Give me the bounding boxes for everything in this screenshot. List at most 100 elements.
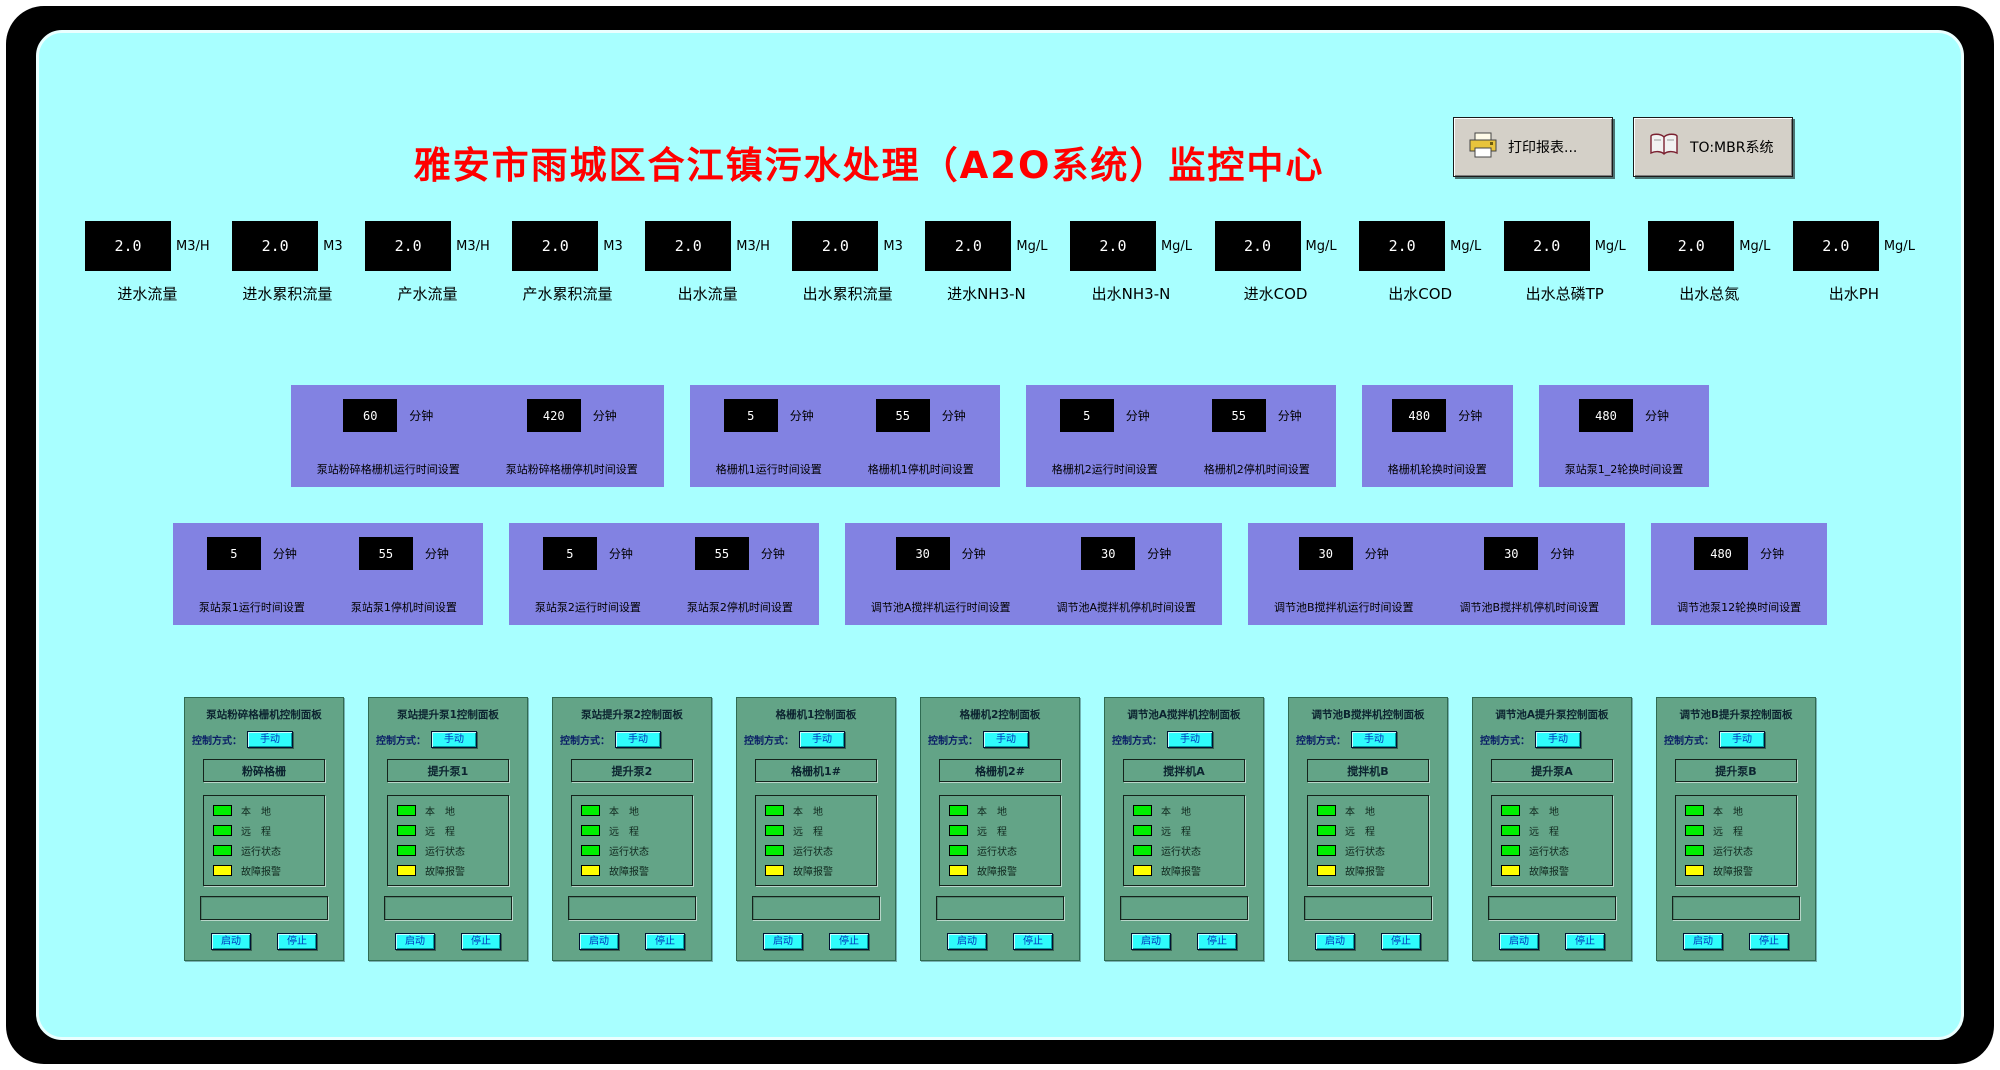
indicator-label: 本 地 xyxy=(241,807,271,818)
mode-button[interactable]: 手动 xyxy=(615,731,661,748)
metric-unit: M3/H xyxy=(176,238,210,254)
mode-row: 控制方式： 手动 xyxy=(1657,731,1815,748)
to-mbr-label: TO:MBR系统 xyxy=(1690,140,1774,156)
timer-item: 480 分钟 格栅机轮换时间设置 xyxy=(1388,399,1487,477)
mode-button[interactable]: 手动 xyxy=(983,731,1029,748)
start-button[interactable]: 启动 xyxy=(1499,933,1539,950)
to-mbr-button[interactable]: TO:MBR系统 xyxy=(1633,117,1793,177)
timer-item-top: 480 分钟 xyxy=(1392,399,1482,432)
stop-button[interactable]: 停止 xyxy=(829,933,869,950)
timer-item-top: 5 分钟 xyxy=(542,537,633,570)
indicator-row: 故障报警 xyxy=(1685,863,1787,878)
stop-button[interactable]: 停止 xyxy=(1381,933,1421,950)
timer-setpoint-value[interactable]: 55 xyxy=(694,537,749,570)
indicator-label: 故障报警 xyxy=(977,867,1017,878)
mode-button[interactable]: 手动 xyxy=(1719,731,1765,748)
control-panel-title: 泵站粉碎格栅机控制面板 xyxy=(206,709,322,721)
mode-button[interactable]: 手动 xyxy=(247,731,293,748)
indicator-label: 运行状态 xyxy=(425,847,465,858)
stop-button[interactable]: 停止 xyxy=(277,933,317,950)
mode-button[interactable]: 手动 xyxy=(1167,731,1213,748)
start-button[interactable]: 启动 xyxy=(579,933,619,950)
stop-button[interactable]: 停止 xyxy=(461,933,501,950)
start-button[interactable]: 启动 xyxy=(1315,933,1355,950)
stop-button[interactable]: 停止 xyxy=(645,933,685,950)
metric: 2.0 M3 进水累积流量 xyxy=(232,221,343,304)
timer-unit: 分钟 xyxy=(941,409,966,423)
status-textbox xyxy=(1672,896,1800,920)
control-panel: 泵站粉碎格栅机控制面板 控制方式： 手动 粉碎格栅 本 地 远 程 运行状态 故… xyxy=(184,697,344,961)
metric: 2.0 M3 产水累积流量 xyxy=(512,221,623,304)
timer-unit: 分钟 xyxy=(1147,547,1172,561)
indicator-light xyxy=(1317,865,1336,876)
indicator-row: 运行状态 xyxy=(1685,843,1787,858)
indicator-light xyxy=(949,825,968,836)
indicator-light xyxy=(1685,845,1704,856)
metric-value-display: 2.0 xyxy=(1359,221,1446,271)
start-button[interactable]: 启动 xyxy=(947,933,987,950)
timer-setpoint-value[interactable]: 55 xyxy=(358,537,413,570)
start-button[interactable]: 启动 xyxy=(763,933,803,950)
indicator-label: 运行状态 xyxy=(793,847,833,858)
control-panel: 调节池A搅拌机控制面板 控制方式： 手动 搅拌机A 本 地 远 程 运行状态 故… xyxy=(1104,697,1264,961)
timer-setpoint-value[interactable]: 480 xyxy=(1578,399,1633,432)
metric-top: 2.0 Mg/L xyxy=(1792,221,1915,271)
timer-setpoint-value[interactable]: 480 xyxy=(1392,399,1447,432)
indicator-box: 本 地 远 程 运行状态 故障报警 xyxy=(939,795,1061,886)
timer-panel: 30 分钟 调节池A搅拌机运行时间设置 30 分钟 调节池A搅拌机停机时间设置 xyxy=(844,523,1222,625)
timer-setpoint-value[interactable]: 30 xyxy=(895,537,950,570)
timer-label: 泵站泵2停机时间设置 xyxy=(686,601,793,614)
timer-setpoint-value[interactable]: 30 xyxy=(1081,537,1136,570)
timer-setpoint-value[interactable]: 5 xyxy=(542,537,597,570)
timer-setpoint-value[interactable]: 5 xyxy=(206,537,261,570)
timer-setpoint-value[interactable]: 55 xyxy=(875,399,930,432)
indicator-light xyxy=(1317,825,1336,836)
metric-top: 2.0 Mg/L xyxy=(925,221,1047,271)
stop-button[interactable]: 停止 xyxy=(1013,933,1053,950)
start-button[interactable]: 启动 xyxy=(1131,933,1171,950)
indicator-light xyxy=(1317,845,1336,856)
timer-setpoint-value[interactable]: 60 xyxy=(343,399,398,432)
timer-setpoint-value[interactable]: 480 xyxy=(1694,537,1749,570)
stop-button[interactable]: 停止 xyxy=(1749,933,1789,950)
indicator-light xyxy=(1685,805,1704,816)
metrics-row: 2.0 M3/H 进水流量 2.0 M3 进水累积流量 2.0 M3/H 产水流… xyxy=(85,221,1915,304)
indicator-box: 本 地 远 程 运行状态 故障报警 xyxy=(1675,795,1797,886)
timer-setpoint-value[interactable]: 55 xyxy=(1211,399,1266,432)
indicator-row: 本 地 xyxy=(765,803,867,818)
indicator-box: 本 地 远 程 运行状态 故障报警 xyxy=(571,795,693,886)
metric-value-display: 2.0 xyxy=(85,221,171,271)
control-panel: 格栅机1控制面板 控制方式： 手动 格栅机1# 本 地 远 程 运行状态 故障报… xyxy=(736,697,896,961)
control-panel-title: 泵站提升泵2控制面板 xyxy=(581,709,683,721)
start-button[interactable]: 启动 xyxy=(395,933,435,950)
control-panel-title: 调节池A提升泵控制面板 xyxy=(1495,709,1609,721)
mode-button[interactable]: 手动 xyxy=(799,731,845,748)
start-button[interactable]: 启动 xyxy=(211,933,251,950)
indicator-light xyxy=(397,865,416,876)
timer-item: 480 分钟 泵站泵1_2轮换时间设置 xyxy=(1565,399,1683,477)
timer-setpoint-value[interactable]: 30 xyxy=(1484,537,1539,570)
timer-panel: 5 分钟 格栅机1运行时间设置 55 分钟 格栅机1停机时间设置 xyxy=(689,385,1000,487)
timer-item: 55 分钟 泵站泵2停机时间设置 xyxy=(687,537,793,615)
metric-label: 出水累积流量 xyxy=(802,285,893,303)
cp-buttons: 启动 停止 xyxy=(211,933,317,950)
timer-setpoint-value[interactable]: 420 xyxy=(526,399,581,432)
mode-button[interactable]: 手动 xyxy=(1535,731,1581,748)
metric-top: 2.0 Mg/L xyxy=(1648,221,1770,271)
timer-setpoint-value[interactable]: 5 xyxy=(723,399,778,432)
timer-setpoint-value[interactable]: 5 xyxy=(1059,399,1114,432)
mode-button[interactable]: 手动 xyxy=(1351,731,1397,748)
timer-item-top: 5 分钟 xyxy=(206,537,297,570)
indicator-row: 远 程 xyxy=(765,823,867,838)
timer-setpoint-value[interactable]: 30 xyxy=(1298,537,1353,570)
stop-button[interactable]: 停止 xyxy=(1197,933,1237,950)
start-button[interactable]: 启动 xyxy=(1683,933,1723,950)
indicator-light xyxy=(1501,825,1520,836)
print-report-button[interactable]: 打印报表... xyxy=(1453,117,1613,177)
metric-top: 2.0 M3/H xyxy=(85,221,210,271)
mode-button[interactable]: 手动 xyxy=(431,731,477,748)
stop-button[interactable]: 停止 xyxy=(1565,933,1605,950)
timer-panel: 60 分钟 泵站粉碎格栅机运行时间设置 420 分钟 泵站粉碎格栅停机时间设置 xyxy=(290,385,664,487)
timer-label: 泵站泵2运行时间设置 xyxy=(534,601,641,614)
indicator-label: 远 程 xyxy=(1345,827,1375,838)
